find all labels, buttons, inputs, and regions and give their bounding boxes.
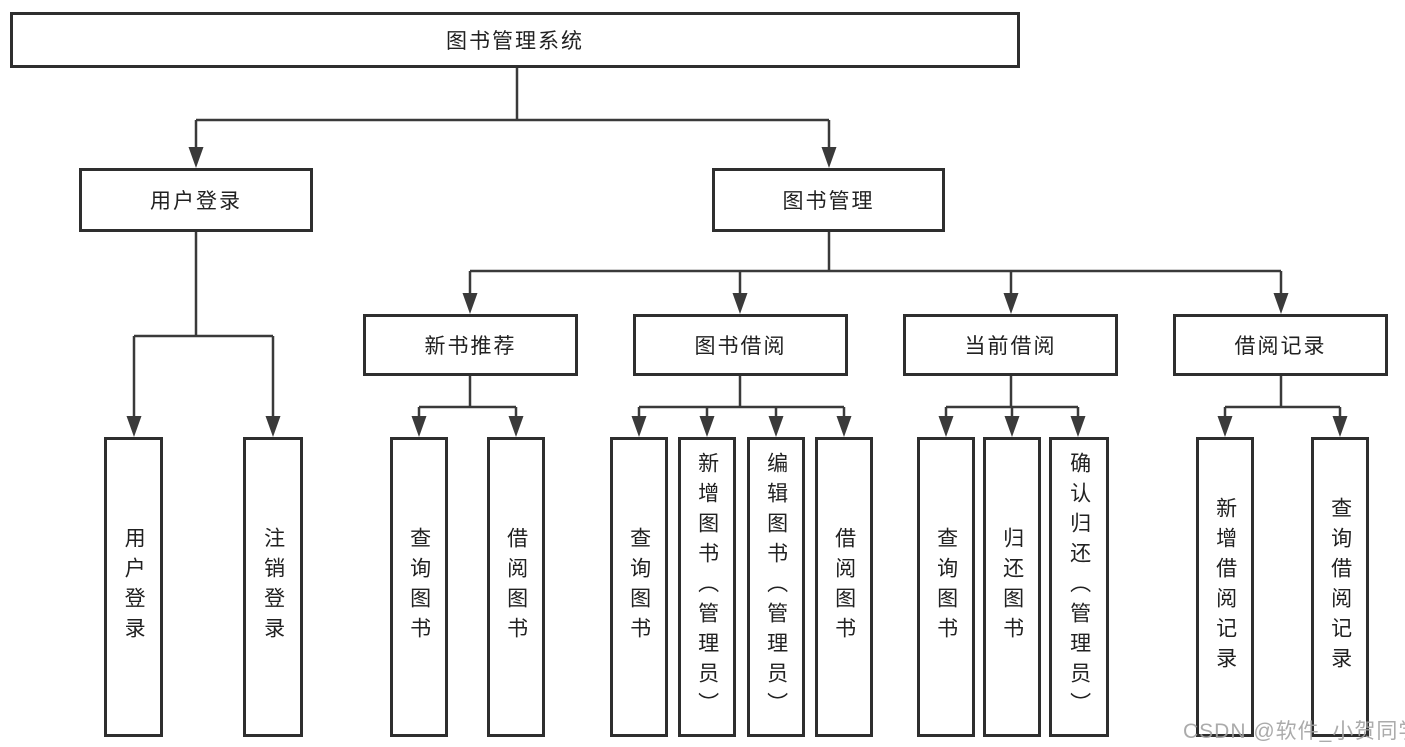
- leaf-query-books-1: 查询图书: [390, 437, 448, 737]
- node-book-borrowing: 图书借阅: [633, 314, 848, 376]
- node-label: 查询图书: [407, 527, 431, 647]
- leaf-borrow-books-1: 借阅图书: [487, 437, 545, 737]
- node-label: 确认归还（管理员）: [1067, 452, 1091, 722]
- node-label: 新书推荐: [424, 335, 517, 358]
- node-current-borrowing: 当前借阅: [903, 314, 1118, 376]
- leaf-add-borrow-record: 新增借阅记录: [1196, 437, 1254, 737]
- leaf-edit-book-admin: 编辑图书（管理员）: [747, 437, 805, 737]
- node-new-book-recommend: 新书推荐: [363, 314, 578, 376]
- node-label: 新增借阅记录: [1213, 497, 1237, 677]
- node-borrow-records: 借阅记录: [1173, 314, 1388, 376]
- node-label: 当前借阅: [964, 335, 1057, 358]
- node-label: 归还图书: [1000, 527, 1024, 647]
- node-label: 图书管理: [782, 190, 875, 213]
- leaf-borrow-books-2: 借阅图书: [815, 437, 873, 737]
- leaf-confirm-return-admin: 确认归还（管理员）: [1049, 437, 1109, 737]
- node-label: 注销登录: [261, 527, 285, 647]
- leaf-user-login: 用户登录: [104, 437, 163, 737]
- node-label: 查询图书: [934, 527, 958, 647]
- node-label: 借阅图书: [832, 527, 856, 647]
- node-label: 借阅图书: [504, 527, 528, 647]
- leaf-return-book: 归还图书: [983, 437, 1041, 737]
- node-library-system: 图书管理系统: [10, 12, 1020, 68]
- node-label: 图书管理系统: [446, 30, 584, 53]
- node-label: 图书借阅: [694, 335, 787, 358]
- node-label: 查询图书: [627, 527, 651, 647]
- node-label: 新增图书（管理员）: [695, 452, 719, 722]
- node-book-management: 图书管理: [712, 168, 945, 232]
- leaf-query-books-3: 查询图书: [917, 437, 975, 737]
- leaf-query-borrow-record: 查询借阅记录: [1311, 437, 1369, 737]
- leaf-query-books-2: 查询图书: [610, 437, 668, 737]
- node-label: 查询借阅记录: [1328, 497, 1352, 677]
- node-label: 借阅记录: [1234, 335, 1327, 358]
- csdn-watermark: CSDN @软件_小贺同学: [1183, 720, 1405, 743]
- leaf-add-book-admin: 新增图书（管理员）: [678, 437, 736, 737]
- node-user-login: 用户登录: [79, 168, 313, 232]
- node-label: 用户登录: [150, 190, 242, 213]
- leaf-logout: 注销登录: [243, 437, 303, 737]
- node-label: 编辑图书（管理员）: [764, 452, 788, 722]
- node-label: 用户登录: [122, 527, 146, 647]
